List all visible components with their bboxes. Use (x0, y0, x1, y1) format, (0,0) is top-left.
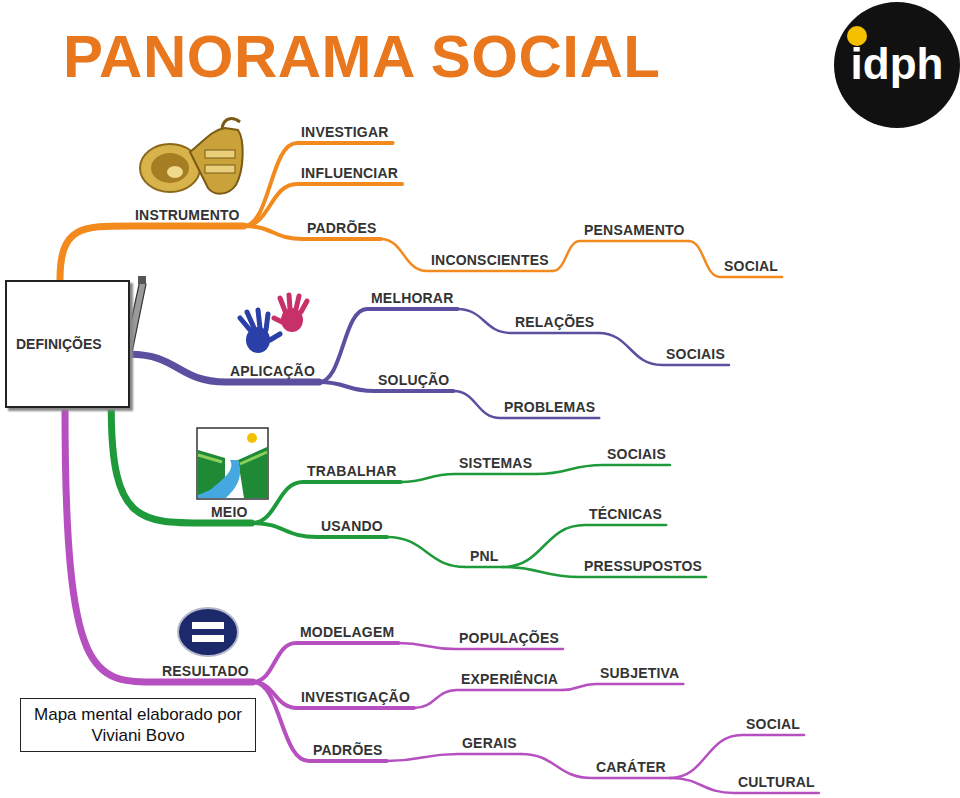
branch-word: PNL (470, 548, 499, 565)
branch-word: CULTURAL (738, 774, 815, 791)
node-text: MEIO (211, 504, 248, 520)
node-text: SOCIAIS (666, 346, 725, 362)
branch-line (387, 754, 521, 761)
branch-line (252, 482, 401, 523)
branch-word: EXPERIÊNCIA (461, 671, 558, 688)
branch-line (562, 684, 683, 690)
branch-word: INSTRUMENTO (135, 207, 240, 224)
node-text: SOCIAL (724, 258, 778, 274)
branch-line (60, 226, 244, 280)
root-box: DEFINIÇÕES (5, 280, 130, 408)
title: PANORAMA SOCIAL (63, 22, 660, 91)
branch-word: MEIO (211, 504, 248, 521)
branch-word: TÉCNICAS (589, 506, 662, 523)
branch-word: PRESSUPOSTOS (584, 558, 702, 575)
branch-word: INFLUENCIAR (301, 165, 398, 182)
branch-line (453, 391, 599, 418)
branch-line (401, 474, 536, 482)
node-text: INCONSCIENTES (431, 252, 549, 268)
logo-text: idph (834, 38, 960, 90)
node-text: INFLUENCIAR (301, 165, 398, 181)
node-text: SOCIAIS (607, 446, 666, 462)
landscape-icon (197, 428, 268, 499)
node-text: SOLUÇÃO (378, 372, 449, 388)
node-text: DEFINIÇÕES (16, 336, 102, 352)
branch-word: INVESTIGAR (301, 124, 389, 141)
node-text: PRESSUPOSTOS (584, 558, 702, 574)
node-text: PENSAMENTO (584, 222, 685, 238)
branch-word: MODELAGEM (300, 624, 394, 641)
tuba-icon (140, 119, 243, 194)
node-text: INVESTIGAÇÃO (301, 689, 410, 705)
branch-line (521, 754, 670, 778)
branch-word: APLICAÇÃO (230, 363, 315, 380)
node-text: SUBJETIVA (600, 665, 679, 681)
node-text: TÉCNICAS (589, 506, 662, 522)
node-text: USANDO (321, 518, 383, 534)
branch-line (65, 408, 253, 682)
branch-word: INCONSCIENTES (431, 252, 549, 269)
node-text: PADRÕES (313, 742, 383, 758)
node-text: MODELAGEM (300, 624, 394, 640)
branch-line (244, 184, 402, 226)
node-text: RESULTADO (162, 663, 249, 679)
node-text: INVESTIGAR (301, 124, 389, 140)
node-text: GERAIS (462, 735, 517, 751)
branch-line (536, 465, 670, 474)
node-text: MELHORAR (371, 290, 453, 306)
branch-word: SOCIAIS (607, 446, 666, 463)
branch-word: USANDO (321, 518, 383, 535)
branch-word: INVESTIGAÇÃO (301, 689, 410, 706)
branch-line (319, 309, 457, 382)
branch-line (387, 537, 503, 567)
branch-word: SOCIAL (724, 258, 778, 275)
branch-word: PENSAMENTO (584, 222, 685, 239)
branch-line (457, 309, 598, 333)
branch-line (598, 333, 729, 365)
branch-line (130, 354, 319, 382)
branch-word: SOCIAIS (666, 346, 725, 363)
branch-line (414, 690, 562, 708)
equals-icon (178, 608, 238, 656)
node-text: APLICAÇÃO (230, 363, 315, 379)
branch-word: PROBLEMAS (504, 399, 595, 416)
node-text: SOCIAL (746, 716, 800, 732)
node-text: RELAÇÕES (515, 314, 594, 330)
branch-word: RESULTADO (162, 663, 249, 680)
branch-word: GERAIS (462, 735, 517, 752)
caption: Mapa mental elaborado por Viviani Bovo (20, 698, 256, 752)
branch-word: SUBJETIVA (600, 665, 679, 682)
node-text: SISTEMAS (459, 455, 532, 471)
node-text: POPULAÇÕES (459, 630, 559, 646)
branch-word: PADRÕES (313, 742, 383, 759)
branch-word: CARÁTER (596, 759, 666, 776)
branch-word: SISTEMAS (459, 455, 532, 472)
node-text: PADRÕES (307, 220, 377, 236)
branch-line (553, 241, 689, 271)
branch-line (253, 682, 414, 708)
branch-line (111, 408, 251, 523)
branch-line (670, 735, 804, 778)
node-text: TRABALHAR (307, 463, 397, 479)
node-text: CULTURAL (738, 774, 815, 790)
node-text: PROBLEMAS (504, 399, 595, 415)
branch-line (381, 239, 553, 271)
hands-icon (240, 295, 307, 353)
node-text: EXPERIÊNCIA (461, 671, 558, 687)
branch-word: TRABALHAR (307, 463, 397, 480)
branch-word: PADRÕES (307, 220, 377, 237)
branch-line (253, 643, 399, 682)
node-text: PNL (470, 548, 499, 564)
branch-word: SOLUÇÃO (378, 372, 449, 389)
branch-word: RELAÇÕES (515, 314, 594, 331)
branch-word: SOCIAL (746, 716, 800, 733)
branch-word: MELHORAR (371, 290, 453, 307)
branch-line (689, 241, 783, 277)
branch-word: POPULAÇÕES (459, 630, 559, 647)
node-text: CARÁTER (596, 759, 666, 775)
logo-disc (834, 2, 960, 128)
node-text: INSTRUMENTO (135, 207, 240, 223)
